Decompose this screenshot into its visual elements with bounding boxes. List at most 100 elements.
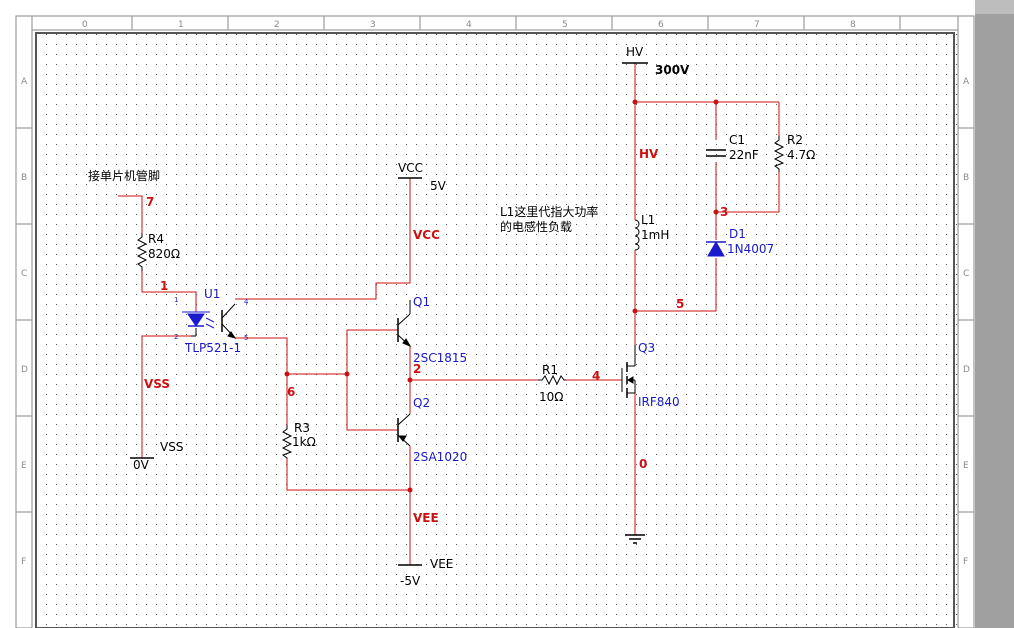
sheet-border-left: [15, 15, 33, 628]
net-label-2: 2: [413, 362, 421, 376]
u1-phototransistor-arrow: [227, 331, 237, 339]
net-label-6: 6: [287, 385, 295, 399]
ruler-row-c-right: C: [963, 269, 969, 279]
r3-value: 1kΩ: [292, 435, 316, 449]
wire-net-1: [141, 271, 197, 312]
r3-resistor[interactable]: [281, 425, 293, 459]
l1-inductor[interactable]: [634, 219, 640, 251]
mcu-pin-annotation: 接单片机管脚: [88, 168, 160, 183]
net-label-5: 5: [676, 297, 684, 311]
ruler-row-b-right: B: [963, 173, 969, 183]
d1-diode[interactable]: [707, 240, 725, 257]
ruler-row-e-left: E: [21, 461, 27, 471]
ruler-row-d-left: D: [21, 365, 28, 375]
q1-emitter-arrow: [402, 338, 412, 348]
ruler-col-1: 1: [178, 20, 184, 30]
junctions: [284, 99, 719, 493]
scrollbar-vertical[interactable]: [975, 0, 1014, 628]
net-label-hv: HV: [639, 147, 659, 161]
r2-ref: R2: [787, 133, 803, 147]
vcc-symbol-value: 5V: [430, 179, 447, 193]
ruler-row-f-left: F: [21, 557, 26, 567]
q1-ref: Q1: [413, 295, 430, 309]
ruler-row-a-left: A: [21, 77, 28, 87]
q3-ref: Q3: [638, 341, 655, 355]
wire-net-vss: [141, 335, 191, 458]
ruler-col-3: 3: [370, 20, 376, 30]
u1-pin-4: 4: [244, 298, 249, 306]
vss-symbol-value: 0V: [133, 458, 150, 472]
r4-value: 820Ω: [148, 247, 180, 261]
load-note-line2: 的电感性负载: [500, 219, 572, 234]
c1-ref: C1: [729, 133, 745, 147]
wire-net-vcc: [235, 178, 411, 300]
net-label-vcc: VCC: [413, 228, 440, 242]
ground-icon: [625, 534, 645, 544]
u1-ref: U1: [204, 287, 220, 301]
power-symbols: [130, 62, 648, 566]
ruler-col-5: 5: [562, 20, 568, 30]
net-label-vee: VEE: [413, 511, 439, 525]
q2-value: 2SA1020: [413, 450, 467, 464]
r2-resistor[interactable]: [773, 136, 785, 172]
l1-ref: L1: [641, 213, 655, 227]
r1-value: 10Ω: [539, 390, 563, 404]
q3-arrow: [627, 376, 634, 384]
ruler-col-7: 7: [754, 20, 760, 30]
wire-net-7: [118, 195, 143, 233]
wire-net-6a: [235, 337, 347, 375]
l1-value: 1mH: [641, 228, 669, 242]
ruler-col-8: 8: [850, 20, 856, 30]
r2-value: 4.7Ω: [787, 148, 815, 162]
ruler-row-e-right: E: [963, 461, 969, 471]
u1-led: [187, 313, 205, 327]
net-label-1: 1: [160, 279, 168, 293]
dot-grid: [16, 16, 974, 628]
ruler-col-2: 2: [274, 20, 280, 30]
vee-symbol-name: VEE: [430, 557, 453, 571]
q1-value: 2SC1815: [413, 351, 467, 365]
u1-pin-5: 5: [244, 334, 248, 342]
wires[interactable]: [118, 63, 780, 565]
u1-pin-2: 2: [174, 333, 178, 341]
wire-net-5: [635, 258, 717, 312]
load-note-line1: L1这里代指大功率: [500, 204, 598, 219]
ruler-row-f-right: F: [963, 557, 968, 567]
ruler-col-4: 4: [466, 20, 472, 30]
q2-emitter-arrow: [397, 435, 407, 442]
sheet-border-right: [957, 15, 975, 628]
wire-bases: [346, 329, 398, 431]
r4-ref: R4: [148, 232, 164, 246]
ruler-row-b-left: B: [21, 173, 27, 183]
vss-symbol-name: VSS: [160, 440, 183, 454]
vee-symbol-value: -5V: [400, 574, 421, 588]
ruler-ticks-top: [16, 16, 974, 513]
u1-pin-1: 1: [174, 296, 178, 304]
sheet-border-top: [15, 15, 975, 31]
wire-r3-bottom: [286, 459, 410, 491]
net-label-0: 0: [639, 457, 647, 471]
net-label-3: 3: [720, 205, 728, 219]
net-label-7: 7: [146, 195, 154, 209]
hv-symbol-value: 300V: [655, 63, 690, 77]
q3-mosfet[interactable]: [621, 345, 636, 398]
d1-value: 1N4007: [727, 242, 774, 256]
hv-symbol-name: HV: [626, 45, 644, 59]
c1-capacitor[interactable]: [706, 149, 726, 157]
sheet-frame: [35, 32, 955, 628]
r1-resistor[interactable]: [538, 374, 566, 386]
net-label-vss: VSS: [144, 377, 170, 391]
ruler-row-c-left: C: [21, 269, 27, 279]
d1-ref: D1: [729, 227, 746, 241]
u1-value: TLP521-1: [184, 341, 241, 355]
r4-resistor[interactable]: [136, 233, 148, 271]
ruler-col-6: 6: [658, 20, 664, 30]
ruler-row-d-right: D: [963, 365, 970, 375]
vcc-symbol-name: VCC: [398, 161, 423, 175]
r3-ref: R3: [294, 421, 310, 435]
q3-value: IRF840: [638, 395, 680, 409]
r1-ref: R1: [542, 363, 558, 377]
q2-ref: Q2: [413, 396, 430, 410]
ruler-row-a-right: A: [963, 77, 970, 87]
